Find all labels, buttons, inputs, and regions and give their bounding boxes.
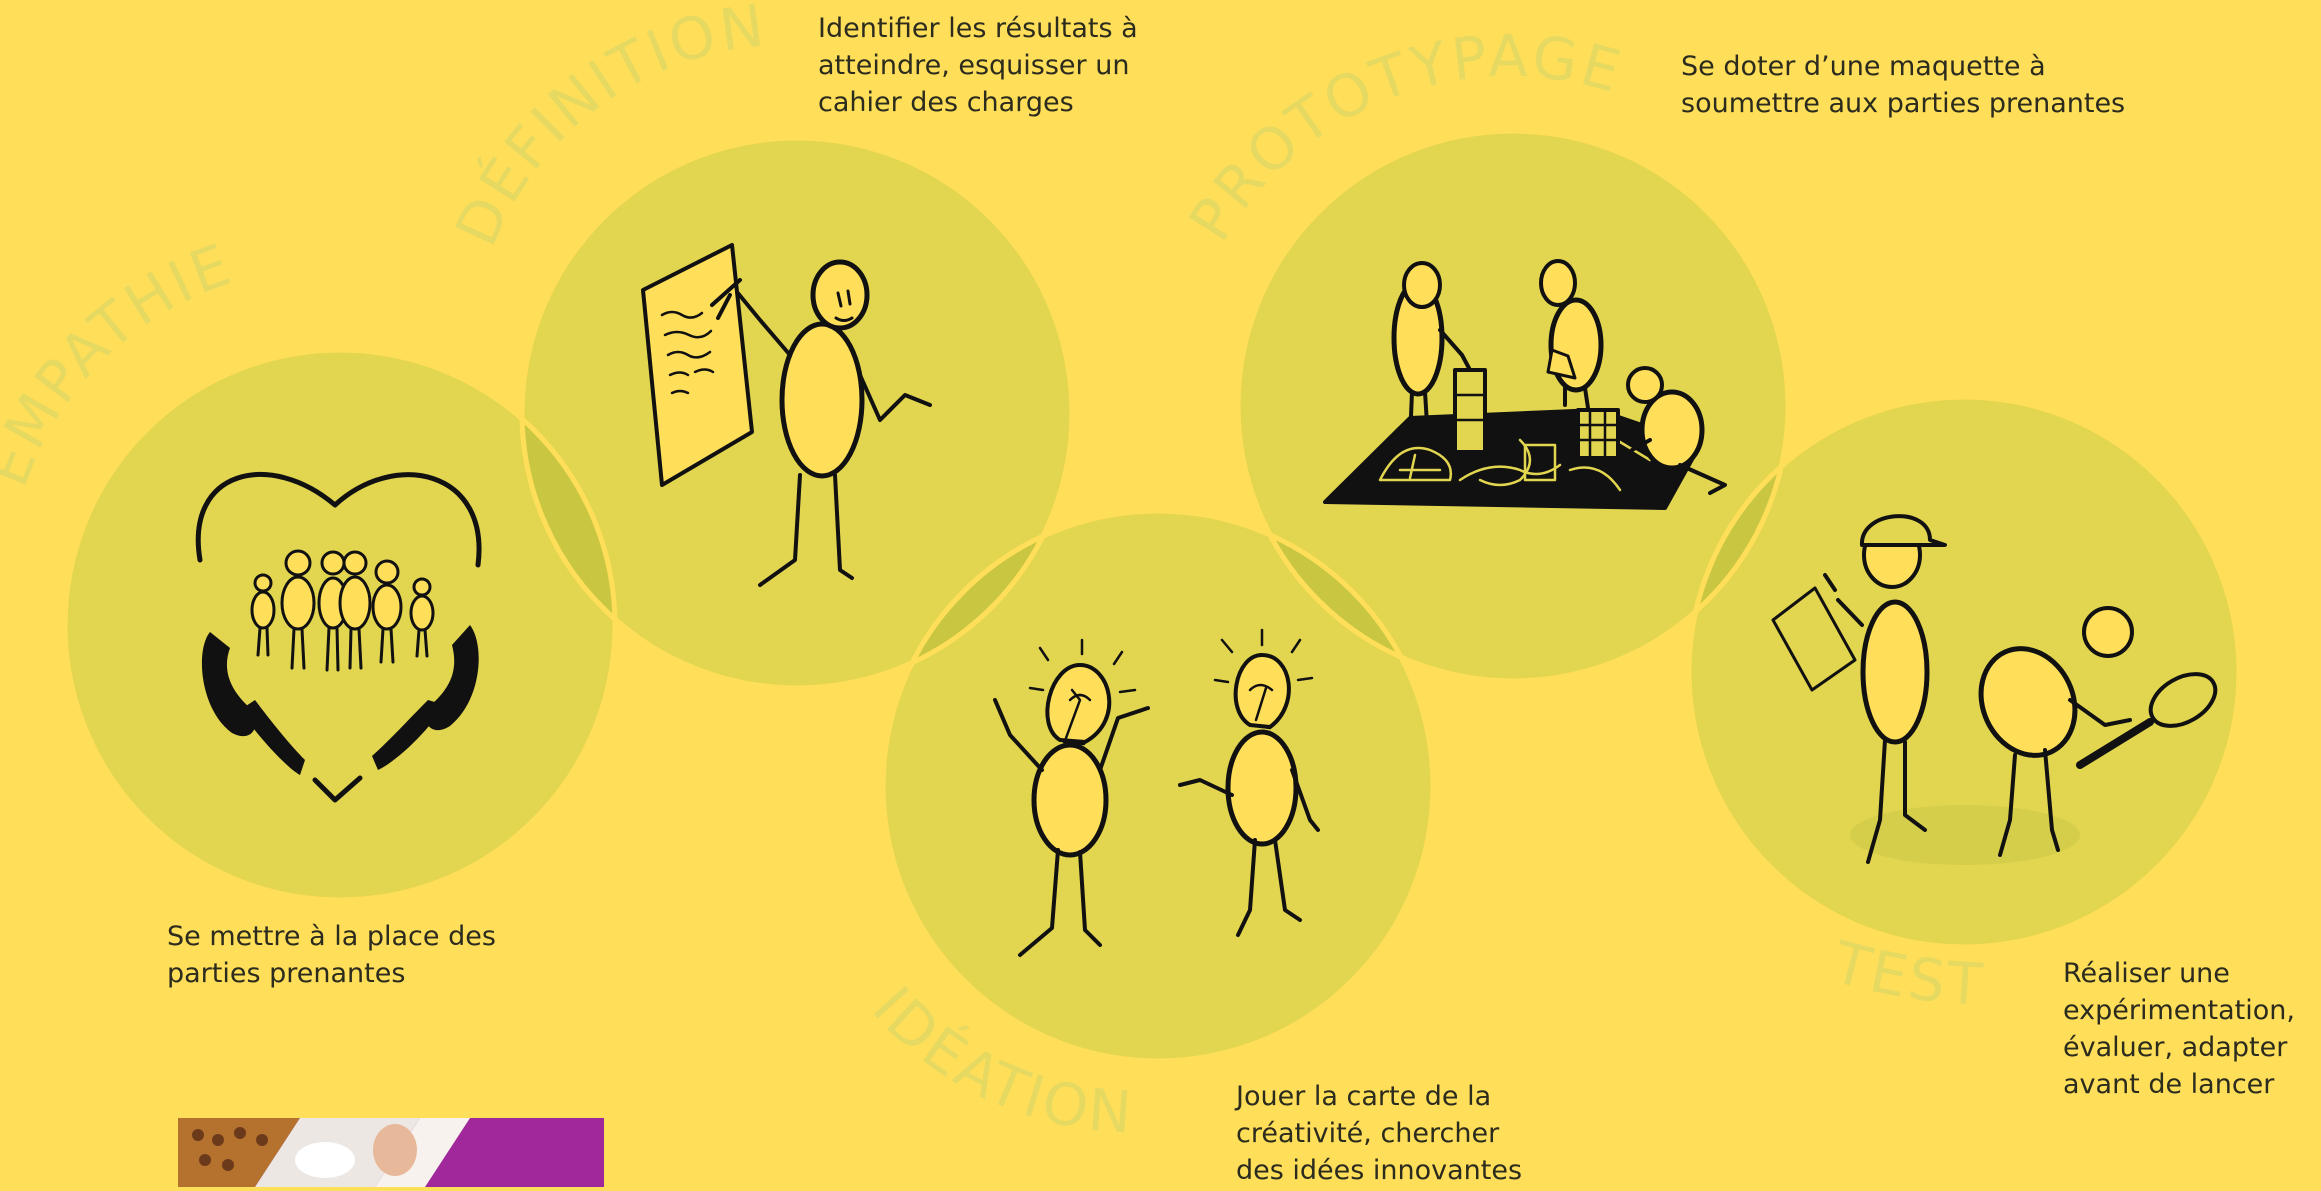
description-line: Jouer la carte de la [1236,1081,1492,1112]
person-inspecting-magnifier-icon [1771,514,2218,865]
description-line: expérimentation, [2063,995,2295,1026]
description-line: avant de lancer [2063,1069,2275,1100]
description-line: Réaliser une [2063,958,2230,989]
description-line: soumettre aux parties prenantes [1681,88,2126,119]
description-line: parties prenantes [167,958,406,989]
lightbulb-people-icon [993,628,1320,957]
stage-circles [62,128,2242,1064]
description-ideation: Jouer la carte de la créativité, cherche… [1236,1078,1522,1189]
people-building-model-icon [1323,259,1727,510]
description-line: évaluer, adapter [2063,1032,2288,1063]
description-definition: Identifier les résultats à atteindre, es… [818,10,1138,121]
description-line: créativité, chercher [1236,1118,1500,1149]
description-prototypage: Se doter d’une maquette à soumettre aux … [1681,48,2125,122]
description-line: Se mettre à la place des [167,921,496,952]
description-empathie: Se mettre à la place des parties prenant… [167,918,496,992]
description-line: des idées innovantes [1236,1155,1523,1186]
description-line: Identifier les résultats à [818,13,1138,44]
description-test: Réaliser une expérimentation, évaluer, a… [2063,955,2295,1103]
description-line: Se doter d’une maquette à [1681,51,2046,82]
description-line: atteindre, esquisser un [818,50,1130,81]
heart-people-icon [195,472,482,803]
description-line: cahier des charges [818,87,1074,118]
person-writing-board-icon [641,243,932,587]
collage-photo-icon [178,1118,604,1187]
